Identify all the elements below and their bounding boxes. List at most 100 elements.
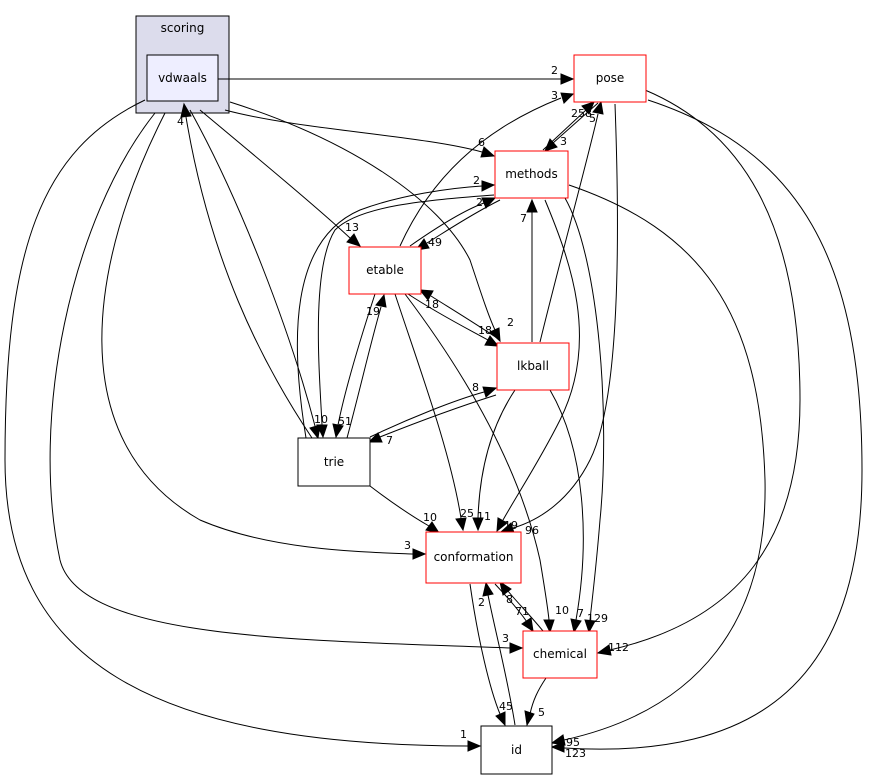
edge-id-conformation — [487, 594, 516, 726]
label-vdwaals-etable: 13 — [345, 221, 359, 234]
label-etable-pose: 3 — [551, 89, 558, 102]
label-pose-methods: 3 — [560, 135, 567, 148]
arrowhead-etable-trie — [332, 423, 344, 439]
edge-trie-vdwaals — [185, 116, 313, 439]
edge-pose-chemical — [609, 89, 801, 651]
edge-chemical-conformation — [507, 590, 544, 632]
edge-lkball-chemical — [549, 389, 584, 621]
node-methods-label: methods — [505, 167, 558, 181]
label-chemical-conformation: 8 — [506, 593, 513, 606]
edge-lkball-pose — [539, 113, 599, 343]
label-vdwaals-methods: 6 — [478, 136, 485, 149]
arrowhead-pose-id — [550, 741, 565, 753]
node-etable-label: etable — [366, 263, 404, 277]
label-lkball-methods: 7 — [520, 212, 527, 225]
label-methods-chemical: 129 — [587, 612, 608, 625]
label-methods-etable: 49 — [428, 236, 442, 249]
label-etable-conformation: 25 — [460, 507, 474, 520]
arrowhead-pose-methods — [544, 138, 558, 152]
label-trie-vdwaals: 4 — [177, 115, 184, 128]
edge-lkball-conformation — [477, 389, 516, 519]
edge-conformation-chemical — [494, 583, 528, 623]
node-etable[interactable]: etable — [348, 246, 422, 295]
edge-vdwaals-id — [4, 99, 469, 747]
node-pose[interactable]: pose — [573, 54, 647, 103]
label-vdwaals-id: 1 — [460, 728, 467, 741]
label-trie-lkball: 8 — [472, 381, 479, 394]
arrowhead-vdwaals-id — [467, 740, 482, 752]
node-trie-box — [297, 437, 371, 487]
edge-pose-id — [563, 99, 863, 750]
arrowhead-lkball-conformation — [472, 517, 484, 532]
edge-trie-methods — [296, 185, 483, 439]
cluster-scoring-label: scoring — [161, 21, 205, 35]
arrowhead-conformation-chemical — [521, 617, 534, 633]
edge-etable-methods — [409, 202, 485, 247]
label-pose-conformation: 96 — [525, 524, 539, 537]
node-lkball-label: lkball — [517, 359, 549, 373]
edge-methods-trie — [317, 194, 495, 426]
edge-etable-conformation — [394, 293, 462, 519]
edge-methods-id — [563, 184, 766, 741]
arrowhead-trie-etable — [375, 293, 387, 308]
node-pose-box — [573, 54, 647, 103]
edge-methods-etable — [426, 199, 501, 244]
node-id[interactable]: id — [480, 725, 553, 775]
label-vdwaals-lkball: 2 — [507, 316, 514, 329]
label-chemical-id: 5 — [538, 706, 545, 719]
label-vdwaals-conformation: 3 — [404, 539, 411, 552]
arrowhead-methods-chemical — [584, 619, 596, 634]
label-etable-chemical: 10 — [555, 604, 569, 617]
edge-chemical-id — [529, 677, 547, 715]
node-etable-box — [348, 246, 422, 295]
arrowhead-pose-chemical — [596, 644, 612, 656]
edge-etable-chemical — [404, 293, 550, 621]
arrowhead-etable-conformation — [455, 517, 467, 532]
arrowhead-trie-methods — [481, 180, 496, 192]
node-id-box — [480, 725, 553, 775]
edge-trie-lkball — [369, 391, 485, 438]
node-id-label: id — [511, 743, 522, 757]
label-etable-trie: 51 — [338, 415, 352, 428]
node-conformation[interactable]: conformation — [425, 531, 522, 584]
edge-trie-etable — [346, 306, 382, 439]
edge-lkball-trie — [379, 394, 497, 438]
node-chemical-label: chemical — [533, 647, 587, 661]
edge-vdwaals-conformation — [101, 112, 414, 555]
label-trie-methods: 2 — [473, 174, 480, 187]
node-vdwaals[interactable]: vdwaals — [146, 54, 219, 102]
edge-labels: 2 3 258 3 5 6 4 2 20 49 7 13 18 18 2 19 … — [177, 64, 629, 760]
label-trie-etable: 19 — [366, 305, 380, 318]
arrowhead-vdwaals-methods — [480, 146, 496, 158]
arrowhead-methods-conformation — [496, 517, 508, 533]
node-chemical-box — [522, 630, 598, 679]
arrowhead-lkball-etable — [418, 289, 434, 301]
nodes: vdwaals pose methods etable lkball trie … — [146, 54, 647, 775]
edge-pose-methods — [552, 102, 599, 144]
node-pose-label: pose — [596, 71, 625, 85]
label-pose-chemical: 112 — [608, 641, 629, 654]
label-methods-conformation: 19 — [504, 519, 518, 532]
arrowhead-id-conformation — [482, 581, 494, 597]
edge-vdwaals-trie — [189, 109, 316, 427]
node-conformation-label: conformation — [434, 550, 514, 564]
node-methods[interactable]: methods — [494, 150, 569, 199]
edge-vdwaals-etable — [199, 109, 351, 239]
label-etable-lkball: 18 — [478, 324, 492, 337]
edge-methods-conformation — [502, 199, 580, 521]
edges — [4, 73, 863, 753]
arrowhead-etable-chemical — [543, 619, 555, 634]
arrowhead-vdwaals-lkball — [489, 327, 501, 343]
node-trie[interactable]: trie — [297, 437, 371, 487]
label-lkball-conformation: 11 — [477, 510, 491, 523]
node-lkball[interactable]: lkball — [496, 342, 570, 391]
node-chemical[interactable]: chemical — [522, 630, 598, 679]
label-trie-conformation: 10 — [423, 511, 437, 524]
node-conformation-box — [425, 531, 522, 584]
label-conformation-id: 45 — [499, 700, 513, 713]
edge-etable-pose — [399, 97, 562, 247]
node-trie-label: trie — [324, 455, 344, 469]
node-methods-box — [494, 150, 569, 199]
label-id-conformation: 2 — [478, 596, 485, 609]
